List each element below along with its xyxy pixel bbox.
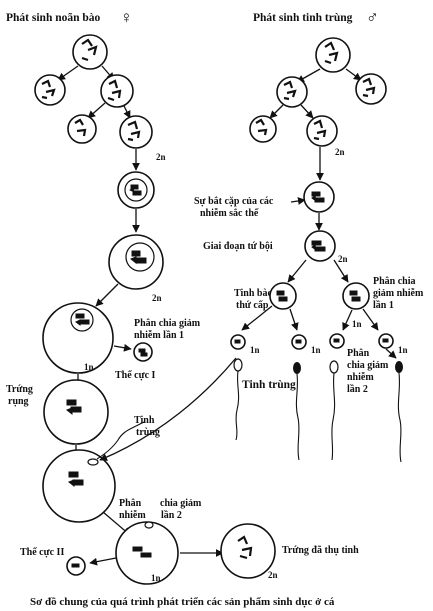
pairing-label-line1: Sự bắt cặp của các (194, 196, 274, 207)
secondary-spermatocyte-label-line1: Tinh bào (234, 288, 272, 299)
primary-spermatocyte (304, 230, 336, 262)
polar-body-2-label: Thể cực II (20, 547, 64, 558)
ploidy-1n-egg: 1n (151, 573, 161, 583)
spermatogonium-gen2-left (276, 76, 308, 108)
ploidy-1n-oocyte: 1n (84, 362, 94, 372)
meiosis1-right-label-line3: lần 1 (373, 300, 394, 311)
ploidy-1n-spermatid-2: 1n (311, 345, 321, 355)
tetraploid-label: Giai đoạn tứ bội (203, 241, 273, 252)
meiosis2-left-label-c: nhiễm (119, 510, 146, 521)
meiosis2-right-label-line1: Phân (347, 348, 370, 359)
male-symbol-icon: ♂ (366, 8, 379, 27)
pairing-label-line2: nhiễm sắc thể (200, 208, 259, 219)
oogonium-gen2-left (34, 74, 66, 106)
sperm-entry-label-line1: Tinh (134, 415, 155, 426)
spermatid-3 (329, 333, 345, 349)
mature-oocyte (42, 302, 114, 374)
ploidy-2n-oogonium: 2n (156, 152, 166, 162)
ploidy-1n-spermatid-4: 1n (398, 345, 408, 355)
egg-at-fertilization (42, 449, 116, 523)
spermatid-2 (291, 334, 307, 350)
oogonium-gen3-right (119, 115, 153, 149)
fertilized-egg (220, 523, 276, 579)
oogenesis-title: Phát sinh noãn bào (6, 12, 101, 24)
ovulated-egg (43, 379, 109, 445)
sperm-entry-label-line2: trùng (136, 427, 160, 438)
sperm-left-b (293, 362, 301, 461)
secondary-spermatocyte-right (342, 282, 370, 310)
figure-caption: Sơ đồ chung của quá trình phát triển các… (30, 596, 335, 608)
meiosis1-left-label-line1: Phân chia giảm (134, 318, 201, 329)
polar-body-2 (66, 556, 86, 576)
female-symbol-icon: ♀ (120, 8, 133, 27)
primary-oocyte-pairing (117, 171, 155, 209)
oogonium-gen2-right (100, 74, 134, 108)
ploidy-2n-oocyte: 2n (152, 293, 162, 303)
ploidy-2n-zygote: 2n (268, 570, 278, 580)
ovulated-egg-label-line1: Trứng (6, 384, 33, 395)
secondary-spermatocyte-label-line2: thứ cấp (236, 300, 269, 311)
meiosis2-right-label-line3: nhiễm (347, 372, 374, 383)
sperm-left-a (233, 358, 243, 441)
ploidy-2n-spermatocyte: 2n (338, 254, 348, 264)
spermatogenesis-title: Phát sinh tinh trùng (253, 12, 353, 24)
meiosis1-right-label-line2: giảm nhiễm (373, 288, 424, 299)
ploidy-2n-spermatogonium: 2n (335, 147, 345, 157)
secondary-spermatocyte-left (269, 282, 297, 310)
sperm-right-b (395, 361, 403, 463)
spermatogonium-top (315, 37, 351, 73)
ploidy-1n-spermatid-1: 1n (250, 345, 260, 355)
growing-oocyte (108, 234, 164, 290)
fertilized-egg-label: Trứng đã thụ tinh (282, 545, 359, 556)
meiosis2-left-label-d: lần 2 (161, 510, 182, 521)
spermatogonium-gen3-left (249, 115, 277, 143)
egg-meiosis2 (115, 521, 179, 585)
meiosis2-left-label-a: Phân (119, 498, 142, 509)
sperm-label: Tinh trùng (242, 379, 296, 391)
ovulated-egg-label-line2: rụng (8, 396, 29, 407)
spermatid-4 (378, 333, 394, 349)
oogonium-gen3-left (67, 114, 97, 144)
polar-body-1-label: Thể cực I (115, 370, 156, 381)
spermatogonium-gen3-right (306, 115, 338, 147)
sperm-entering-egg (87, 421, 145, 466)
meiosis2-left-label-b: chia giảm (160, 498, 202, 509)
spermatocyte-pairing (303, 181, 335, 213)
spermatogonium-gen2-right (355, 73, 387, 105)
meiosis2-right-label-line4: lần 2 (347, 384, 368, 395)
meiosis1-left-label-line2: nhiễm lần 1 (134, 330, 184, 341)
sperm-right-a (329, 360, 339, 461)
ploidy-1n-spermatid-3: 1n (352, 319, 362, 329)
spermatid-1 (230, 334, 246, 350)
polar-body-1 (133, 342, 153, 362)
meiosis2-right-label-line2: chia giảm (347, 360, 389, 371)
oogonium-top (72, 34, 108, 70)
meiosis1-right-label-line1: Phân chia (373, 276, 416, 287)
